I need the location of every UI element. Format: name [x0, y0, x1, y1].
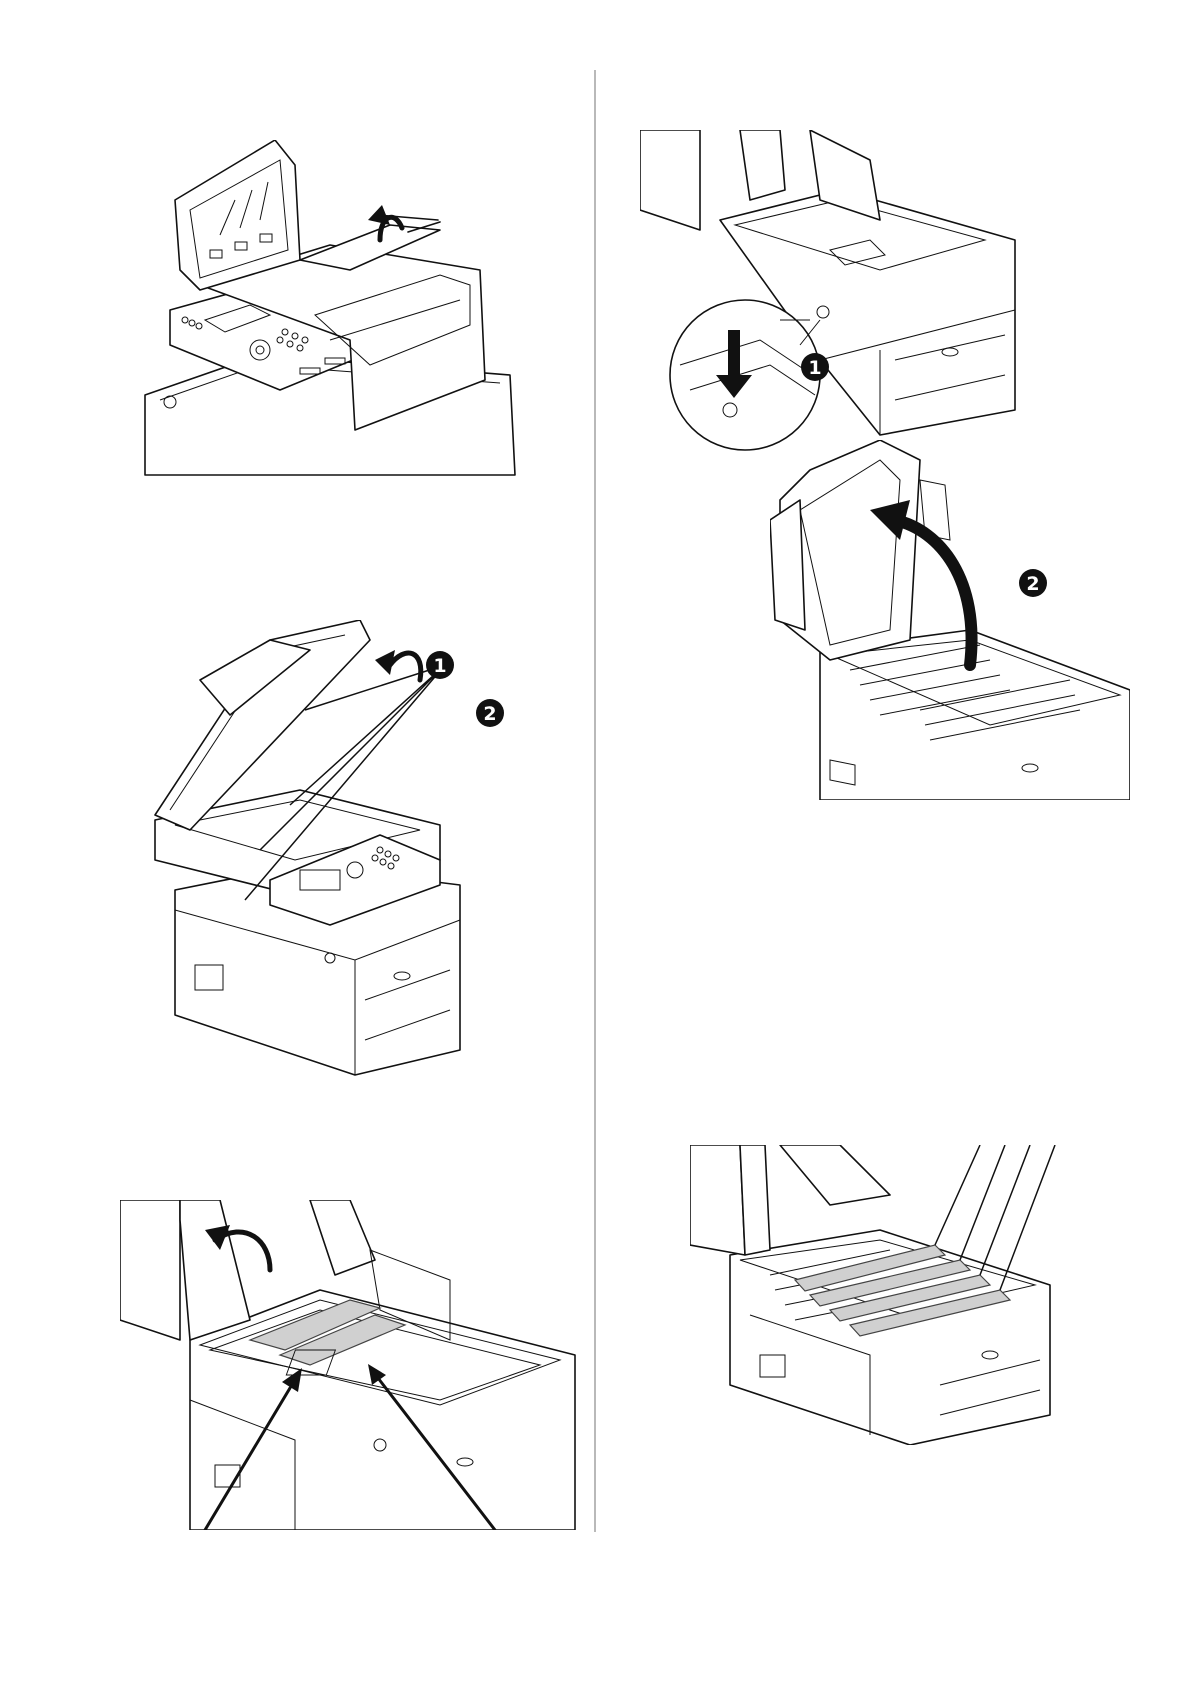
callout-badge-2: 2 [475, 698, 505, 728]
callout-badge-2: 2 [1018, 568, 1048, 598]
svg-text:2: 2 [483, 703, 496, 725]
illustration-top-cover-open [770, 440, 1130, 800]
column-divider [594, 70, 596, 1532]
illustration-drum-tapes [690, 1145, 1070, 1445]
callout-badge-1: 1 [425, 650, 455, 680]
illustration-adf-cover-open [140, 140, 520, 480]
callout-badge-1: 1 [800, 352, 830, 382]
svg-text:1: 1 [433, 655, 446, 677]
illustration-inner-tape-removal [120, 1200, 580, 1530]
svg-text:2: 2 [1026, 573, 1039, 595]
illustration-scanner-unit-lifted [150, 620, 520, 1080]
svg-text:1: 1 [808, 357, 821, 379]
illustration-top-cover-button [640, 130, 1020, 470]
